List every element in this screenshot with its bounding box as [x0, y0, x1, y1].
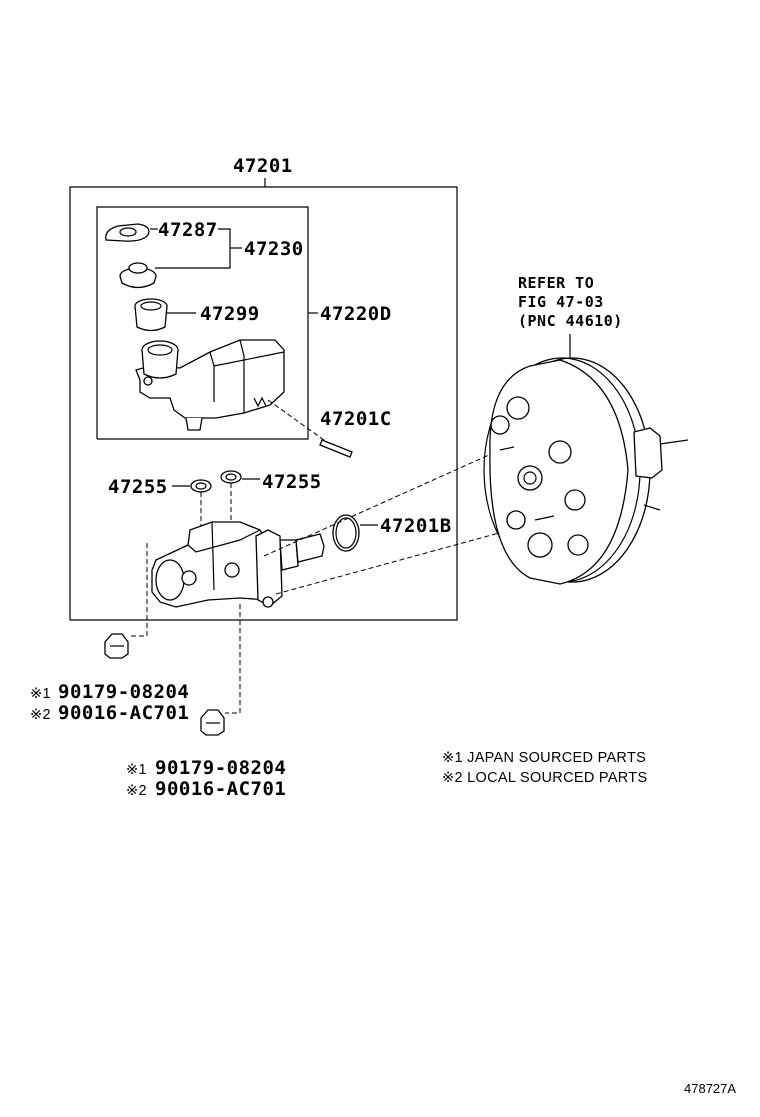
- plug-bottom-part: [200, 604, 241, 736]
- ring-left-part: [190, 479, 212, 493]
- callout-grommet[interactable]: 47299: [200, 303, 260, 325]
- callout-ring-right[interactable]: 47255: [262, 471, 322, 493]
- callout-oring[interactable]: 47201B: [380, 515, 452, 537]
- refer-line-2[interactable]: FIG 47-03: [518, 293, 604, 311]
- plug-left-pn-1[interactable]: 90179-08204: [58, 681, 189, 703]
- legend-local: ※2 LOCAL SOURCED PARTS: [442, 770, 647, 786]
- plug-left-part: [104, 543, 148, 659]
- oring-part: [332, 514, 360, 552]
- reservoir-frame: [96, 206, 318, 440]
- callout-ring-left[interactable]: 47255: [108, 476, 168, 498]
- cap-gasket-part: [105, 223, 150, 242]
- grommet-part: [134, 298, 168, 332]
- pin-part: [267, 399, 353, 458]
- callout-reservoir-set[interactable]: 47220D: [320, 303, 392, 325]
- refer-line-1: REFER TO: [518, 274, 594, 292]
- plug-bottom-pn-2[interactable]: 90016-AC701: [155, 778, 286, 800]
- reservoir-tank-part: [135, 339, 285, 431]
- callout-cap-set[interactable]: 47230: [244, 238, 304, 260]
- brake-booster-part: [483, 334, 689, 585]
- refer-line-3[interactable]: (PNC 44610): [518, 312, 623, 330]
- plug-left-pn-2[interactable]: 90016-AC701: [58, 702, 189, 724]
- plug-bottom-mark-1: ※1: [126, 762, 147, 778]
- reservoir-cap-part: [119, 262, 157, 289]
- figure-id: 478727A: [684, 1081, 736, 1096]
- legend-japan: ※1 JAPAN SOURCED PARTS: [442, 750, 646, 766]
- plug-bottom-mark-2: ※2: [126, 783, 147, 799]
- plug-left-mark-2: ※2: [30, 707, 51, 723]
- callout-assembly[interactable]: 47201: [233, 155, 293, 177]
- plug-left-mark-1: ※1: [30, 686, 51, 702]
- assembly-frame: [69, 178, 458, 621]
- master-cylinder-part: [151, 521, 325, 608]
- plug-bottom-pn-1[interactable]: 90179-08204: [155, 757, 286, 779]
- callout-pin[interactable]: 47201C: [320, 408, 392, 430]
- callout-cap-gasket[interactable]: 47287: [158, 219, 218, 241]
- ring-right-part: [220, 470, 242, 484]
